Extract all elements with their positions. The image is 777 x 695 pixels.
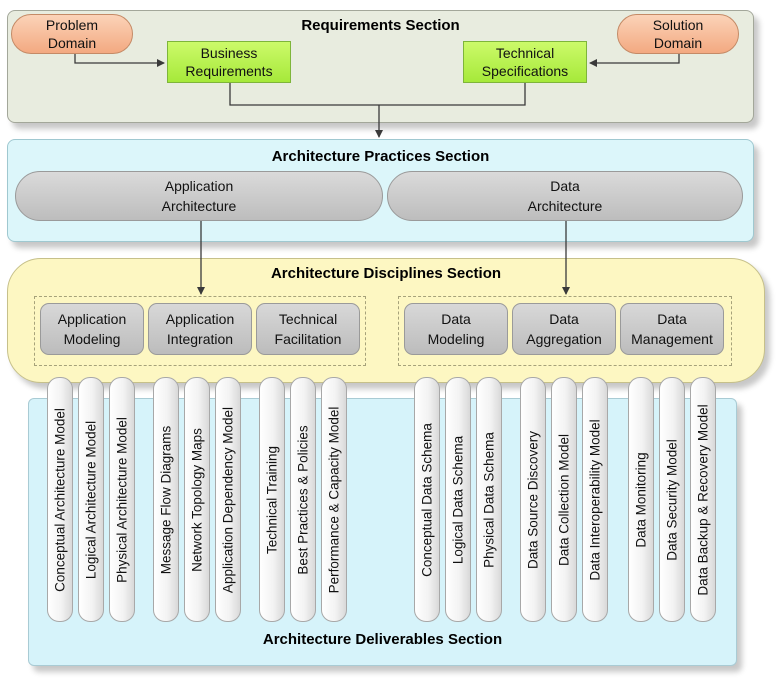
application-disciplines-group: [34, 296, 366, 366]
requirements-section-title: Requirements Section: [301, 17, 460, 34]
business-requirements-box: Business Requirements: [167, 41, 291, 83]
deliverable-data-interoperability-model: Data Interoperability Model: [582, 377, 608, 622]
discipline-label: Data Management: [631, 311, 713, 347]
discipline-application-integration: Application Integration: [148, 303, 252, 355]
deliverable-best-practices-policies: Best Practices & Policies: [290, 377, 316, 622]
deliverable-data-monitoring: Data Monitoring: [628, 377, 654, 622]
discipline-label: Application Integration: [165, 311, 235, 347]
deliverables-section-title: Architecture Deliverables Section: [262, 631, 503, 648]
discipline-data-aggregation: Data Aggregation: [512, 303, 616, 355]
deliverable-network-topology-maps: Network Topology Maps: [184, 377, 210, 622]
discipline-data-modeling: Data Modeling: [404, 303, 508, 355]
data-disciplines-group: [398, 296, 732, 366]
application-architecture-label: Application Architecture: [161, 178, 237, 214]
discipline-label: Data Modeling: [427, 311, 485, 347]
discipline-label: Data Aggregation: [526, 311, 602, 347]
deliverables-section: Architecture Deliverables Section: [28, 398, 737, 666]
discipline-data-management: Data Management: [620, 303, 724, 355]
discipline-label: Application Modeling: [57, 311, 127, 347]
deliverable-performance-capacity-model: Performance & Capacity Model: [321, 377, 347, 622]
deliverable-application-dependency-model: Application Dependency Model: [215, 377, 241, 622]
problem-domain-label: Problem Domain: [45, 17, 99, 51]
discipline-application-modeling: Application Modeling: [40, 303, 144, 355]
discipline-label: Technical Facilitation: [274, 311, 342, 347]
deliverable-technical-training: Technical Training: [259, 377, 285, 622]
deliverable-data-source-discovery: Data Source Discovery: [520, 377, 546, 622]
problem-domain-pill: Problem Domain: [11, 14, 133, 54]
deliverable-conceptual-data-schema: Conceptual Data Schema: [414, 377, 440, 622]
data-architecture-pill: Data Architecture: [387, 171, 743, 221]
discipline-technical-facilitation: Technical Facilitation: [256, 303, 360, 355]
solution-domain-pill: Solution Domain: [617, 14, 739, 54]
disciplines-section-title: Architecture Disciplines Section: [270, 265, 502, 282]
practices-section-title: Architecture Practices Section: [271, 148, 490, 165]
deliverable-logical-data-schema: Logical Data Schema: [445, 377, 471, 622]
deliverable-physical-data-schema: Physical Data Schema: [476, 377, 502, 622]
solution-domain-label: Solution Domain: [652, 17, 704, 51]
deliverable-physical-architecture-model: Physical Architecture Model: [109, 377, 135, 622]
technical-specifications-label: Technical Specifications: [481, 45, 569, 79]
deliverable-data-collection-model: Data Collection Model: [551, 377, 577, 622]
deliverable-message-flow-diagrams: Message Flow Diagrams: [153, 377, 179, 622]
deliverable-conceptual-architecture-model: Conceptual Architecture Model: [47, 377, 73, 622]
business-requirements-label: Business Requirements: [185, 45, 273, 79]
technical-specifications-box: Technical Specifications: [463, 41, 587, 83]
deliverable-logical-architecture-model: Logical Architecture Model: [78, 377, 104, 622]
data-architecture-label: Data Architecture: [527, 178, 603, 214]
deliverable-data-security-model: Data Security Model: [659, 377, 685, 622]
deliverable-data-backup-recovery-model: Data Backup & Recovery Model: [690, 377, 716, 622]
application-architecture-pill: Application Architecture: [15, 171, 383, 221]
